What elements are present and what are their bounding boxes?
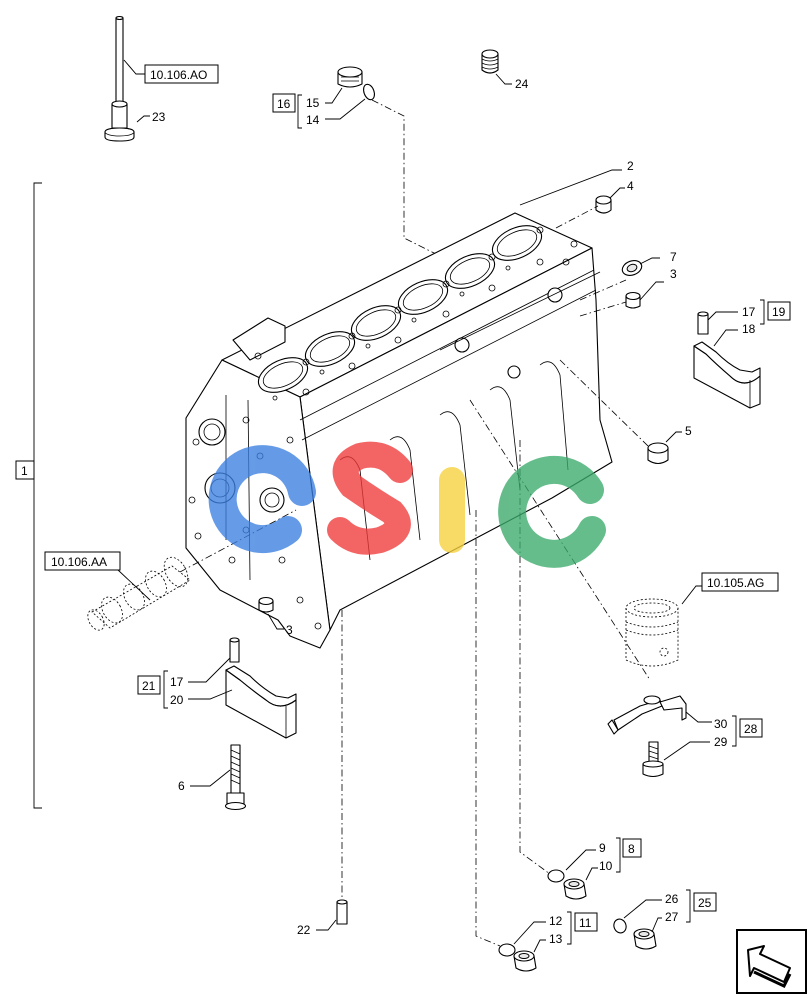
bolt-6[interactable]	[224, 744, 247, 811]
oil-jet-30[interactable]	[607, 695, 687, 735]
label-10: 10	[599, 859, 613, 873]
label-23: 23	[152, 110, 166, 124]
watermark-logo	[208, 441, 606, 568]
back-arrow-icon[interactable]	[736, 929, 807, 994]
seal-ring-26[interactable]	[612, 917, 628, 934]
label-24: 24	[515, 77, 529, 91]
label-17-lower: 17	[170, 675, 184, 689]
label-30: 30	[714, 717, 728, 731]
label-7: 7	[670, 250, 677, 264]
box-19: 19	[772, 305, 786, 319]
plug-5[interactable]	[647, 442, 669, 465]
label-5: 5	[685, 424, 692, 438]
dowel-22[interactable]	[336, 899, 348, 925]
label-27: 27	[665, 910, 679, 924]
ref-box-10105AG[interactable]	[701, 572, 779, 592]
box-25: 25	[698, 896, 712, 910]
plug-15[interactable]	[337, 66, 363, 88]
spring-24[interactable]	[481, 49, 499, 74]
label-6: 6	[178, 779, 185, 793]
bolt-29[interactable]	[642, 741, 664, 778]
watermark-letter-s	[327, 441, 413, 555]
ring-7[interactable]	[620, 258, 644, 278]
seal-ring-12[interactable]	[498, 943, 516, 957]
plug-10[interactable]	[563, 878, 587, 900]
cap-4[interactable]	[595, 195, 612, 214]
label-13: 13	[549, 932, 563, 946]
plug-3-upper[interactable]	[625, 291, 641, 309]
bearing-cap-18[interactable]	[693, 341, 761, 409]
label-17-upper: 17	[742, 305, 756, 319]
label-12: 12	[549, 914, 563, 928]
label-29: 29	[714, 735, 728, 749]
ref-box-10106AA[interactable]	[44, 551, 121, 571]
box-16: 16	[277, 97, 291, 111]
dowel-17-upper[interactable]	[697, 311, 709, 335]
ref-10105AG: 10.105.AG	[707, 576, 764, 590]
label-3-upper: 3	[670, 267, 677, 281]
label-22: 22	[297, 923, 311, 937]
box-8: 8	[628, 842, 635, 856]
engine-block[interactable]	[185, 212, 613, 649]
box-1: 1	[21, 464, 28, 478]
label-14: 14	[306, 113, 320, 127]
watermark-letter-c2	[498, 455, 606, 568]
plug-27[interactable]	[633, 928, 657, 950]
label-3-lower: 3	[286, 623, 293, 637]
piston[interactable]	[625, 598, 679, 667]
ref-10106AA: 10.106.AA	[51, 555, 107, 569]
watermark-letter-c	[208, 445, 316, 554]
label-18: 18	[742, 322, 756, 336]
box-11: 11	[579, 916, 592, 930]
seal-ring-9[interactable]	[547, 869, 565, 883]
label-2: 2	[627, 159, 634, 173]
box-28: 28	[744, 722, 758, 736]
label-26: 26	[665, 892, 679, 906]
plug-13[interactable]	[513, 950, 537, 972]
bearing-cap-20[interactable]	[225, 665, 297, 739]
plug-3-lower[interactable]	[258, 596, 274, 613]
label-4: 4	[627, 179, 634, 193]
ref-10106AO: 10.106.AO	[150, 68, 207, 82]
box-21: 21	[142, 679, 156, 693]
dowel-17-lower[interactable]	[229, 637, 240, 663]
label-15: 15	[306, 96, 320, 110]
seal-ring-14[interactable]	[362, 83, 377, 101]
label-20: 20	[170, 693, 184, 707]
ref-box-10106AO[interactable]	[144, 64, 219, 84]
label-9: 9	[599, 841, 606, 855]
stud-23[interactable]	[104, 15, 135, 142]
